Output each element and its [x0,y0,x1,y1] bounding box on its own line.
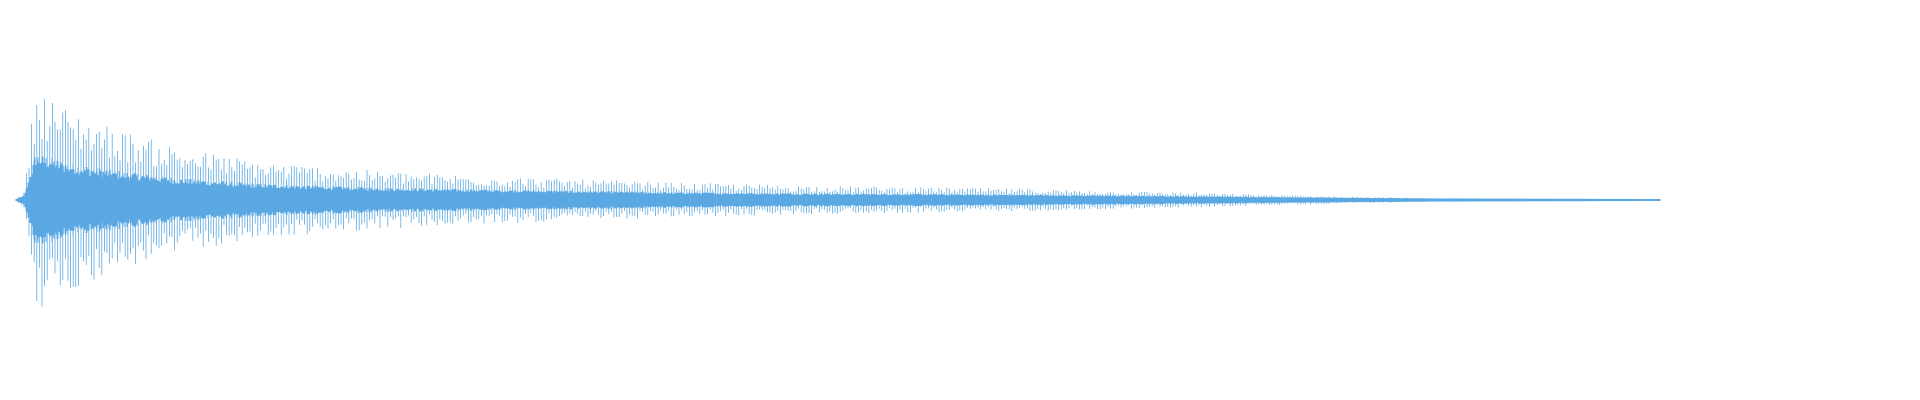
waveform-samples [15,98,1661,307]
